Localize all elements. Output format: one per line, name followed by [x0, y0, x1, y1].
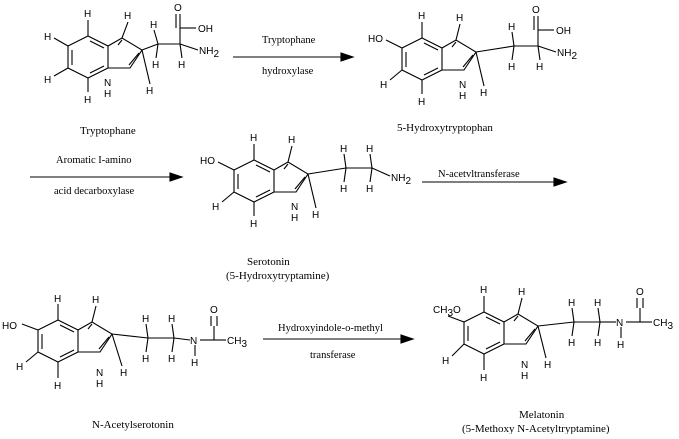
atom-H: H [250, 133, 257, 144]
enzyme-1-label-2: hydroxylase [262, 66, 314, 77]
atom-H: H [312, 210, 319, 221]
atom-H: H [124, 11, 131, 22]
atom-H: H [340, 144, 347, 155]
atom-H: H [92, 295, 99, 306]
serotonin-label: Serotonin [247, 256, 290, 268]
atom-H: H [617, 340, 624, 351]
atom-CH3: CH3 [227, 336, 247, 350]
serotonin-structure: H HO H H H N H H H H H H NH2 Serotonin (… [200, 133, 411, 282]
atom-H: H [54, 381, 61, 392]
melatonin-alt-label: (5-Methoxy N-Acetyltryptamine) [462, 423, 610, 434]
atom-N: N [521, 360, 528, 371]
atom-H: H [54, 294, 61, 305]
atom-H: H [480, 88, 487, 99]
atom-OCH3: CH3O [433, 305, 461, 319]
atom-O: O [636, 287, 644, 298]
atom-H: H [568, 298, 575, 309]
melatonin-label: Melatonin [519, 409, 565, 421]
atom-OH: OH [198, 24, 213, 35]
atom-H: H [418, 11, 425, 22]
atom-H: H [459, 91, 466, 102]
atom-N: N [291, 202, 298, 213]
atom-O: O [210, 305, 218, 316]
atom-H: H [168, 314, 175, 325]
atom-HO: HO [368, 34, 383, 45]
atom-O: O [532, 5, 540, 16]
acetylserotonin-label: N-Acetylserotonin [92, 419, 174, 431]
atom-H: H [508, 22, 515, 33]
atom-H: H [142, 354, 149, 365]
atom-H: H [178, 60, 185, 71]
atom-NH2: NH2 [199, 46, 219, 60]
atom-H: H [456, 13, 463, 24]
atom-H: H [250, 219, 257, 230]
atom-N: N [190, 336, 197, 347]
atom-H: H [594, 338, 601, 349]
atom-H: H [594, 298, 601, 309]
atom-HO: HO [200, 156, 215, 167]
atom-H: H [146, 86, 153, 97]
atom-HO: HO [2, 321, 17, 332]
atom-H: H [366, 184, 373, 195]
atom-N: N [104, 78, 111, 89]
atom-H: H [380, 80, 387, 91]
atom-H: H [120, 368, 127, 379]
melatonin-structure: H CH3O H H H N H H H H H H N H O CH3 Mel… [433, 285, 673, 435]
atom-H: H [16, 362, 23, 373]
atom-H: H [142, 314, 149, 325]
enzyme-3-label: N-acetvltransferase [438, 169, 520, 180]
atom-N: N [459, 80, 466, 91]
atom-NH2: NH2 [557, 48, 577, 62]
hydroxytryptophan-structure: H HO H H H N H H H H H O OH NH2 5-Hydrox… [368, 5, 577, 134]
atom-H: H [288, 135, 295, 146]
atom-H: H [84, 9, 91, 20]
atom-H: H [191, 358, 198, 369]
atom-H: H [44, 75, 51, 86]
atom-H: H [104, 89, 111, 100]
atom-H: H [418, 97, 425, 108]
atom-H: H [84, 95, 91, 106]
atom-O: O [174, 3, 182, 14]
atom-H: H [212, 202, 219, 213]
hydroxytryptophan-label: 5-Hydroxytryptophan [397, 122, 493, 134]
reaction-arrow-3: N-acetvltransferase [422, 169, 568, 187]
atom-CH3: CH3 [653, 318, 673, 332]
serotonin-alt-label: (5-Hydroxytryptamine) [226, 270, 330, 282]
enzyme-1-label: Tryptophane [262, 35, 316, 46]
tryptophane-structure: H H H H H N H H H H H O OH NH2 Tryptopha… [44, 3, 219, 137]
atom-OH: OH [556, 26, 571, 37]
atom-H: H [508, 62, 515, 73]
atom-H: H [168, 354, 175, 365]
atom-H: H [152, 60, 159, 71]
atom-NH2: NH2 [391, 173, 411, 187]
atom-H: H [480, 373, 487, 384]
atom-H: H [96, 379, 103, 390]
atom-N: N [616, 318, 623, 329]
atom-H: H [340, 184, 347, 195]
enzyme-4-label-2: transferase [310, 350, 356, 361]
atom-H: H [44, 32, 51, 43]
enzyme-2-label-2: acid decarboxylase [54, 186, 135, 197]
atom-H: H [536, 62, 543, 73]
atom-N: N [96, 368, 103, 379]
enzyme-4-label: Hydroxyindole-o-methyl [278, 323, 383, 334]
atom-H: H [544, 360, 551, 371]
enzyme-2-label: Aromatic I-amino [56, 155, 132, 166]
atom-H: H [480, 285, 487, 296]
atom-H: H [366, 144, 373, 155]
reaction-arrow-1: Tryptophane hydroxylase [233, 35, 355, 77]
reaction-arrow-2: Aromatic I-amino acid decarboxylase [30, 155, 184, 197]
atom-H: H [442, 356, 449, 367]
atom-H: H [521, 371, 528, 382]
tryptophane-label: Tryptophane [80, 125, 136, 137]
reaction-arrow-4: Hydroxyindole-o-methyl transferase [263, 323, 415, 361]
atom-H: H [291, 213, 298, 224]
acetylserotonin-structure: H HO H H H N H H H H H H N H O CH3 N-Ace… [2, 294, 247, 431]
atom-H: H [518, 287, 525, 298]
atom-H: H [150, 20, 157, 31]
atom-H: H [568, 338, 575, 349]
